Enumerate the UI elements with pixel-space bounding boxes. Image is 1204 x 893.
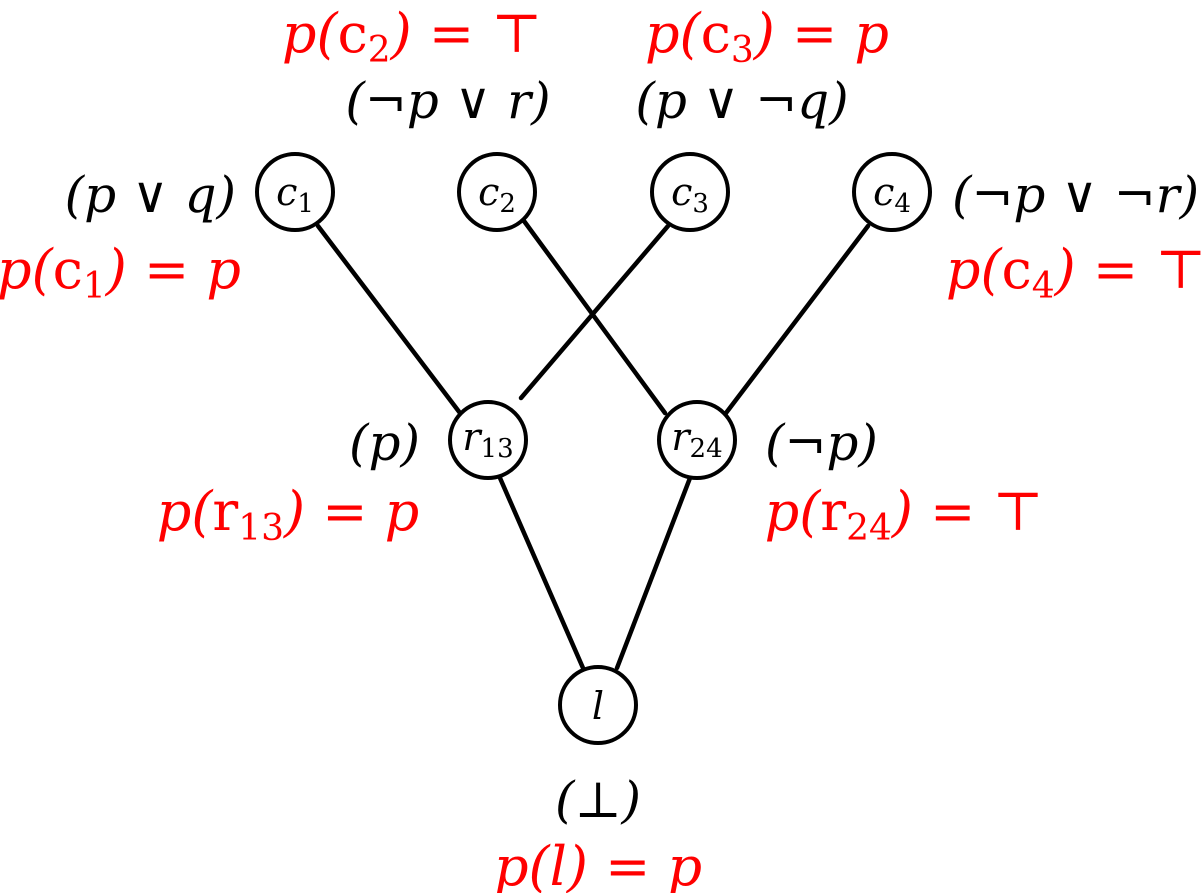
clause-r13: (p) [349, 414, 420, 472]
clause-c2: (¬p ∨ r) [345, 72, 550, 130]
clause-l: (⊥) [555, 771, 641, 829]
annotation-c1: p(c1) = p [0, 238, 241, 307]
node-c4-base: c [873, 170, 894, 214]
node-l: l [558, 665, 638, 745]
svg-text:c4: c4 [873, 170, 911, 219]
node-c3-base: c [671, 170, 692, 214]
node-r13-base: r [462, 415, 483, 459]
node-c2-base: c [478, 170, 499, 214]
svg-text:c3: c3 [671, 170, 709, 219]
node-c2: c2 [457, 152, 537, 232]
edge-r13-l [497, 475, 586, 671]
edge-c4-r24 [723, 223, 871, 416]
node-c1-sub: 1 [297, 189, 314, 219]
edge-c1-r13 [315, 223, 463, 416]
node-c3-sub: 3 [692, 189, 709, 219]
node-r24: r24 [657, 400, 737, 480]
node-c3: c3 [650, 152, 730, 232]
node-c4: c4 [852, 152, 932, 232]
node-c4-sub: 4 [894, 189, 911, 219]
node-c1-base: c [276, 170, 297, 214]
edge-c2-r24 [521, 218, 668, 416]
annotation-c2: p(c2) = ⊤ [282, 2, 542, 71]
svg-text:r13: r13 [462, 415, 513, 464]
clause-c3: (p ∨ ¬q) [635, 72, 848, 130]
node-l-label: l [592, 684, 604, 728]
node-r24-base: r [671, 415, 692, 459]
node-r13-sub: 13 [481, 434, 514, 464]
svg-text:r24: r24 [671, 415, 722, 464]
node-c1: c1 [255, 152, 335, 232]
clause-r24: (¬p) [765, 414, 878, 472]
edge-r24-l [614, 475, 693, 671]
node-r13: r13 [448, 400, 528, 480]
annotation-c3: p(c3) = p [645, 2, 889, 71]
clause-c4: (¬p ∨ ¬r) [952, 166, 1199, 224]
clause-c1: (p ∨ q) [65, 166, 236, 224]
annotation-r13: p(r13) = p [157, 480, 420, 549]
svg-text:c2: c2 [478, 170, 516, 219]
edge-c3-r13 [518, 223, 671, 401]
annotation-r24: p(r24) = ⊤ [765, 480, 1044, 549]
annotation-l: p(l) = p [494, 835, 702, 893]
node-r24-sub: 24 [690, 434, 723, 464]
annotation-c4: p(c4) = ⊤ [946, 238, 1204, 307]
node-c2-sub: 2 [499, 189, 516, 219]
svg-text:c1: c1 [276, 170, 314, 219]
